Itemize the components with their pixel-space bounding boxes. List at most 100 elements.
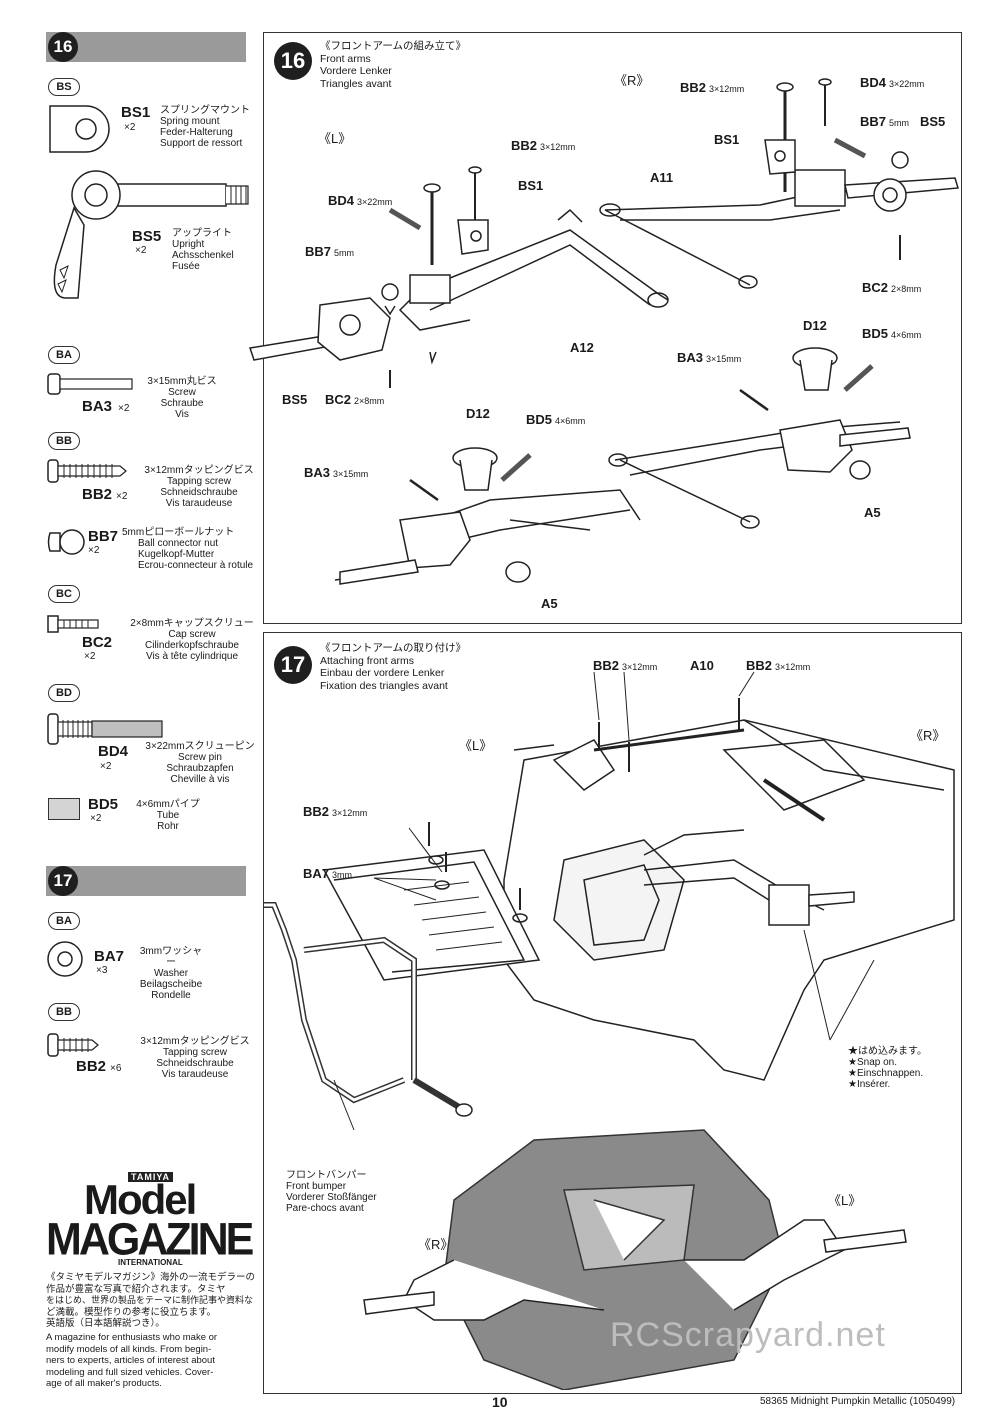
part-ba3-de: Schraube: [160, 398, 204, 409]
part-bb2-qty: ×2: [116, 491, 128, 502]
step17-left-marker: 《L》: [459, 738, 493, 753]
step16-title-fr: Triangles avant: [320, 77, 392, 90]
part-bb2-17-jp: 3×12mmタッピングビス: [140, 1036, 250, 1047]
part-bb7-code: BB7: [88, 528, 119, 545]
part-bb2-17-desc: 3×12mmタッピングビス Tapping screw Schneidschra…: [132, 1036, 258, 1080]
part-bs1-fr: Support de ressort: [160, 138, 243, 149]
part-bb2-fr: Vis taraudeuse: [165, 498, 233, 509]
step17-title-de: Einbau der vordere Lenker: [320, 667, 445, 679]
part-ba3-qty: ×2: [118, 403, 130, 414]
callout-bd5-left-size: 4×6mm: [555, 416, 586, 426]
callout-bd4-left-size: 3×22mm: [357, 197, 393, 207]
magazine-title: MAGAZINE: [46, 1214, 254, 1266]
part-bs5-desc: アップライト Upright Achsschenkel Fusée: [172, 228, 234, 272]
magazine-jp-1: 《タミヤモデルマガジン》海外の一流モデラーの: [46, 1272, 256, 1283]
magazine-jp-3: をはじめ、世界の製品をテーマに制作記事や資料な: [46, 1295, 254, 1305]
callout-bb2-left-code: BB2: [511, 138, 538, 153]
part-bd5-desc: 4×6mmパイプ Tube Rohr: [126, 799, 210, 832]
part-bd4-de: Schraubzapfen: [166, 763, 234, 774]
step16-header-bar: [46, 32, 246, 62]
part-bd4-qty: ×2: [100, 761, 112, 772]
callout-bc2-right-code: BC2: [862, 280, 889, 295]
bag-ba-label: BA: [48, 346, 80, 364]
step17-right-marker: 《R》: [910, 728, 946, 743]
magazine-jp-2: 作品が豊富な写真で紹介されます。タミヤ: [46, 1283, 226, 1295]
part-bs5-de: Achsschenkel: [172, 250, 234, 261]
part-bb7-fr: Ecrou-connecteur à rotule: [138, 560, 254, 571]
step16-panel-number: 16: [274, 42, 312, 80]
callout-ba3-left-code: BA3: [304, 465, 331, 480]
step16-title-en: Front arms: [320, 52, 371, 65]
document-id: 58365 Midnight Pumpkin Metallic (1050499…: [760, 1396, 956, 1407]
part-ba7-de: Beilagscheibe: [139, 979, 203, 990]
callout-bd5-right-size: 4×6mm: [891, 330, 922, 340]
callout-bc2-right-size: 2×8mm: [891, 284, 922, 294]
callout-bs5-right: BS5: [920, 114, 946, 129]
part-bd5-de: Rohr: [157, 821, 179, 832]
magazine-en-3: ners to experts, articles of interest ab…: [46, 1355, 215, 1366]
part-bb2-17-qty: ×6: [110, 1063, 122, 1074]
front-bumper-jp: フロントバンパー: [286, 1170, 367, 1181]
part-bd4-fr: Cheville à vis: [170, 774, 230, 785]
callout-bs1-left: BS1: [518, 178, 544, 193]
bag-bc-label: BC: [48, 585, 80, 603]
part-bs1-code: BS1: [121, 104, 151, 121]
part-bc2-jp: 2×8mmキャップスクリュー: [130, 618, 254, 629]
step16-right-marker: 《R》: [614, 73, 650, 88]
step17-title-en: Attaching front arms: [320, 654, 414, 667]
callout-bd5-right-code: BD5: [862, 326, 889, 341]
callout-a12: A12: [570, 340, 594, 355]
part-bd5-en: Tube: [156, 810, 180, 821]
callout-bb2-right-code: BB2: [680, 80, 707, 95]
callout-17-bb2-3-size: 3×12mm: [332, 808, 368, 818]
part-bs5-qty: ×2: [135, 245, 147, 256]
part-bc2-desc: 2×8mmキャップスクリュー Cap screw Cilinderkopfsch…: [122, 618, 262, 662]
tapping-screw-17-icon: [47, 1033, 99, 1057]
tube-icon: [48, 798, 80, 820]
callout-bb7-right-size: 5mm: [889, 118, 910, 128]
callout-bd4-right-code: BD4: [860, 75, 887, 90]
part-bb2-17-fr: Vis taraudeuse: [161, 1069, 229, 1080]
tamiya-logo: TAMIYA: [128, 1172, 174, 1182]
magazine-jp-4: ど満載。模型作りの参考に役立ちます。: [46, 1306, 217, 1318]
callout-a11: A11: [650, 170, 674, 185]
screw-icon: [47, 373, 133, 395]
magazine-model-word: Model: [84, 1176, 197, 1223]
callout-bc2-left-code: BC2: [325, 392, 352, 407]
part-bb2-17-de: Schneidschraube: [156, 1058, 234, 1069]
callout-d12-right: D12: [803, 318, 827, 333]
part-ba3-jp: 3×15mm丸ビス: [147, 376, 217, 387]
step17-panel-number: 17: [274, 646, 312, 684]
callout-17-bb2-2-size: 3×12mm: [775, 662, 811, 672]
step16-number: 16: [48, 32, 78, 62]
magazine-en-1: A magazine for enthusiasts who make or: [46, 1332, 218, 1343]
step16-title-de: Vordere Lenker: [320, 65, 392, 77]
callout-ba7-size: 3mm: [332, 870, 353, 880]
part-bc2-en: Cap screw: [168, 629, 216, 640]
part-ba7-desc: 3mmワッシャー Washer Beilagscheibe Rondelle: [136, 946, 206, 1001]
part-bb2-17-code: BB2: [76, 1058, 107, 1075]
step16-title-jp: 《フロントアームの組み立て》: [320, 40, 467, 52]
callout-17-bb2-2-code: BB2: [746, 658, 773, 673]
magazine-jp-text: 《タミヤモデルマガジン》海外の一流モデラーの 作品が豊富な写真で紹介されます。タ…: [46, 1272, 256, 1330]
callout-ba7-code: BA7: [303, 866, 330, 881]
callout-d12-left: D12: [466, 406, 490, 421]
part-ba3-en: Screw: [168, 387, 196, 398]
callout-a5-left: A5: [541, 596, 558, 611]
callout-bs5-left: BS5: [282, 392, 308, 407]
part-bb7-jp: 5mmピローボールナット: [122, 527, 235, 538]
front-bumper-de: Vorderer Stoßfänger: [286, 1192, 377, 1203]
bag-ba-17-label: BA: [48, 912, 80, 930]
bag-bs-label: BS: [48, 78, 80, 96]
magazine-en-2: modify models of all kinds. From begin-: [46, 1343, 212, 1355]
snap-on-de: ★Einschnappen.: [848, 1068, 924, 1079]
part-bb2-code: BB2: [82, 486, 113, 503]
cap-screw-icon: [47, 615, 99, 633]
